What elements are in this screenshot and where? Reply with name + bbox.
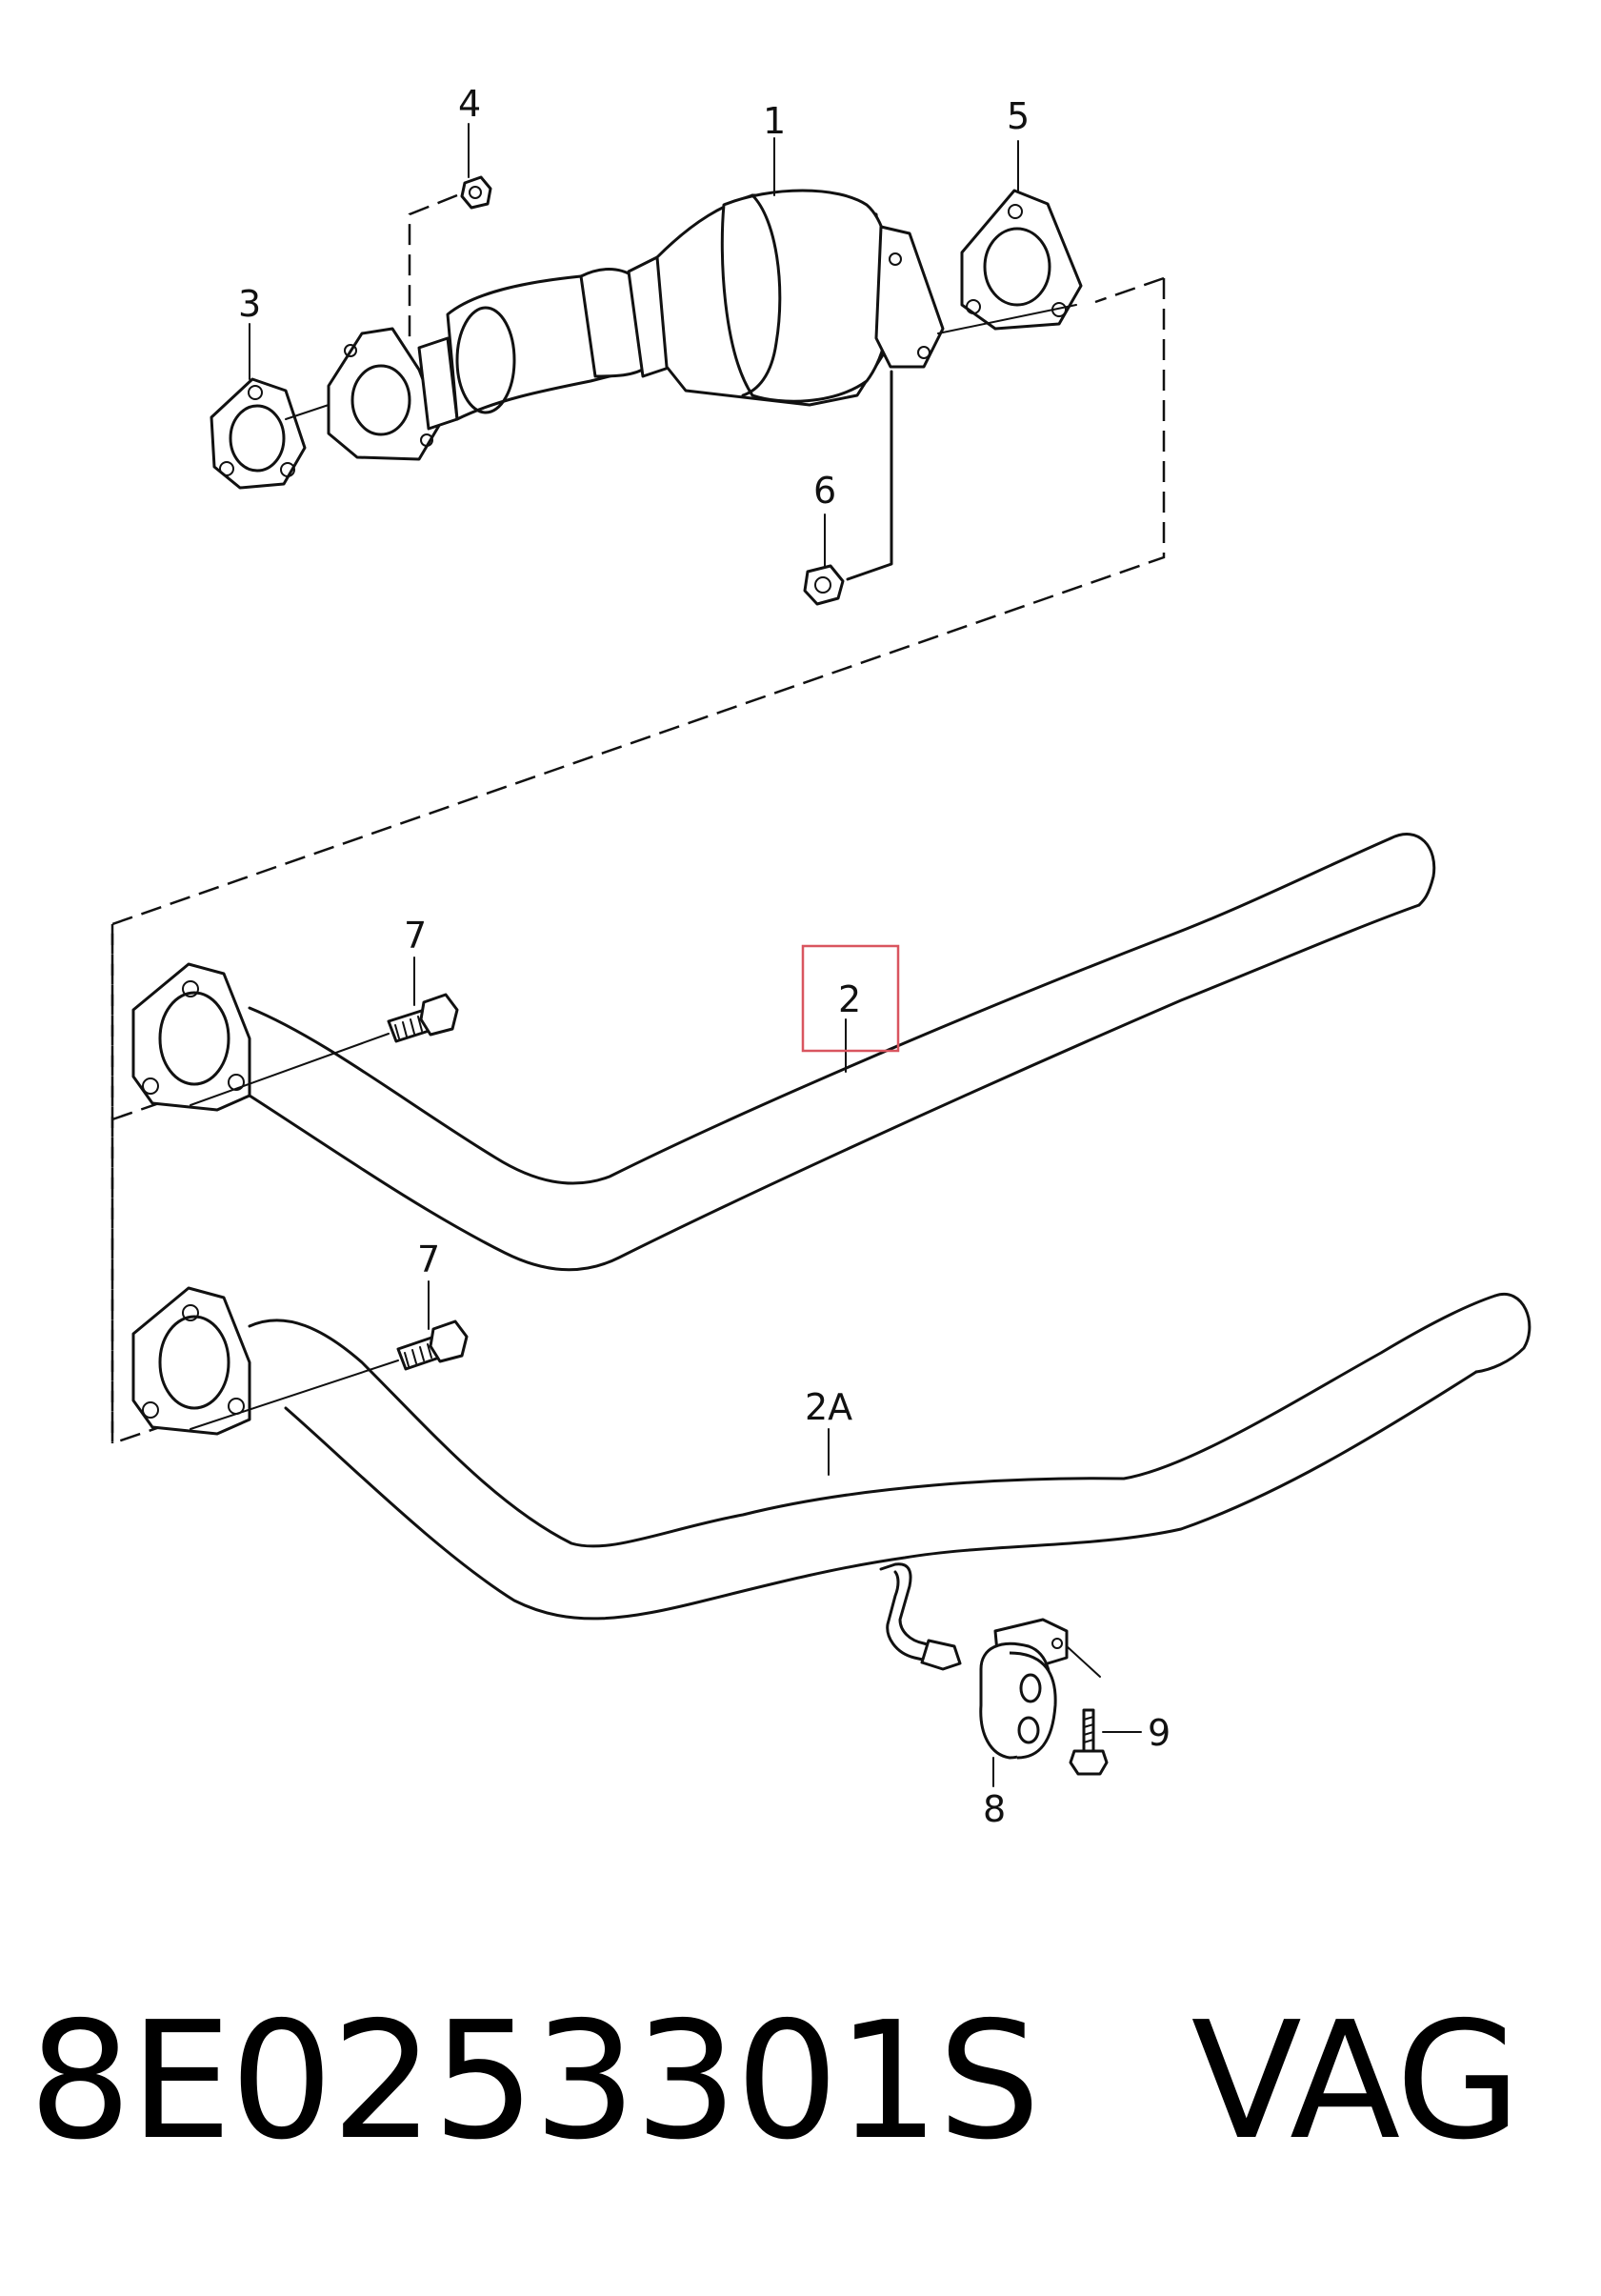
bolt-7-upper-axis: [190, 1033, 390, 1106]
cat-gasket-leader: [937, 304, 1077, 334]
label-part-4: 4: [458, 83, 481, 125]
label-part-7-lower: 7: [417, 1239, 440, 1280]
front-pipe-2A[interactable]: [131, 1286, 1531, 1671]
bolt-9[interactable]: [1069, 1708, 1109, 1776]
label-part-3: 3: [238, 283, 261, 325]
callout-leaders: [249, 123, 1142, 1787]
bolt-7-lower[interactable]: [396, 1319, 469, 1371]
catalytic-converter-1[interactable]: [327, 189, 945, 461]
nut-6[interactable]: [803, 564, 845, 606]
label-part-9: 9: [1148, 1712, 1171, 1754]
highlight-box-2: [801, 944, 900, 1053]
bolt-7-upper[interactable]: [387, 993, 459, 1043]
footer-caption: 8E0253301S VAG: [29, 1986, 1521, 2177]
bolt-7-lower-axis: [190, 1359, 399, 1430]
mount-bolt-axis: [1066, 1645, 1101, 1678]
label-part-7-upper: 7: [404, 915, 427, 957]
label-part-8: 8: [983, 1788, 1006, 1830]
rubber-mount-8[interactable]: [979, 1618, 1069, 1760]
label-part-5: 5: [1007, 95, 1030, 137]
part-number: 8E0253301S: [29, 1987, 1041, 2176]
nut-4-dashed-leader: [408, 193, 458, 338]
label-part-2: 2: [838, 978, 861, 1020]
nut-6-leader: [846, 370, 893, 581]
assembly-dashed-outline: [110, 276, 1166, 1445]
label-part-6: 6: [813, 470, 836, 512]
label-part-2A: 2A: [805, 1386, 852, 1428]
gasket-3[interactable]: [210, 377, 307, 490]
gasket-5[interactable]: [960, 189, 1083, 331]
label-part-1: 1: [763, 100, 786, 142]
front-pipe-2[interactable]: [131, 833, 1436, 1272]
nut-4[interactable]: [460, 175, 492, 210]
brand-name: VAG: [1191, 1987, 1521, 2176]
